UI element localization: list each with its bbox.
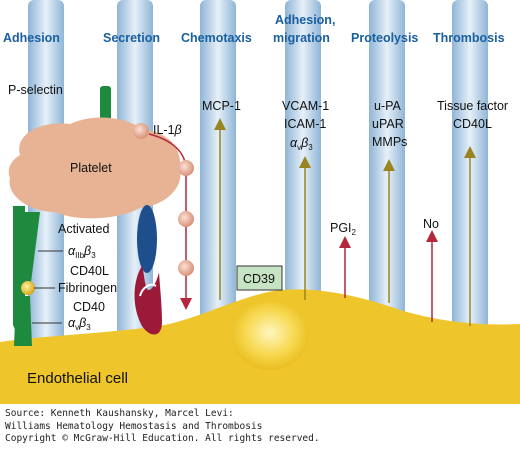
p-selectin-label: P-selectin — [8, 83, 63, 97]
cd40l-label-left: CD40L — [70, 264, 109, 278]
cd40l-receptor — [137, 205, 157, 273]
olive-arrows — [214, 118, 476, 326]
vesicle-1 — [178, 160, 194, 176]
fibrinogen-label: Fibrinogen — [58, 281, 117, 295]
il1-vesicle — [133, 123, 149, 139]
mmps-label: MMPs — [372, 135, 407, 149]
column-headers: Adhesion Secretion Chemotaxis Adhesion, … — [3, 13, 505, 45]
no-label: No — [423, 217, 439, 231]
pgi2-label: PGI2 — [330, 221, 357, 237]
avb3-label: αvβ3 — [290, 136, 313, 152]
vcam1-label: VCAM-1 — [282, 99, 329, 113]
alpha-iib-beta3-label: αIIbβ3 — [68, 244, 96, 260]
column-adhesion-migration — [285, 0, 321, 345]
activated-label: Activated — [58, 222, 109, 236]
nucleus — [232, 302, 308, 370]
column-proteolysis — [369, 0, 405, 345]
column-chemotaxis — [200, 0, 236, 345]
header-thrombosis: Thrombosis — [433, 31, 505, 45]
source-line-1: Source: Kenneth Kaushansky, Marcel Levi: — [5, 408, 234, 419]
cd40l-label-right: CD40L — [453, 117, 492, 131]
icam1-label: ICAM-1 — [284, 117, 326, 131]
endothelial-cell-label: Endothelial cell — [27, 370, 128, 387]
cd39-box — [236, 265, 283, 291]
upa-label: u-PA — [374, 99, 402, 113]
platelet — [8, 117, 181, 219]
header-proteolysis: Proteolysis — [351, 31, 418, 45]
alpha-v-beta3-receptor — [14, 296, 32, 346]
il1-label: IL-1β — [153, 123, 182, 137]
header-adhesion-migration-line2: migration — [273, 31, 330, 45]
header-chemotaxis: Chemotaxis — [181, 31, 252, 45]
crimson-arrows — [339, 230, 438, 322]
header-adhesion: Adhesion — [3, 31, 60, 45]
cd40-receptor — [134, 266, 162, 335]
vesicle-3 — [178, 260, 194, 276]
alpha-iib-beta3-receptor-strut — [25, 212, 40, 290]
tissue-factor-label: Tissue factor — [437, 99, 508, 113]
mcp1-label: MCP-1 — [202, 99, 241, 113]
header-secretion: Secretion — [103, 31, 160, 45]
source-line-3: Copyright © McGraw-Hill Education. All r… — [5, 433, 320, 444]
alpha-v-beta3-label: αvβ3 — [68, 316, 91, 332]
leader-lines — [32, 250, 63, 324]
upar-label: uPAR — [372, 117, 404, 131]
cd40-label: CD40 — [73, 300, 105, 314]
cd40-receptor-highlight — [139, 283, 157, 297]
header-adhesion-migration-line1: Adhesion, — [275, 13, 335, 27]
source-line-2: Williams Hematology Hemostasis and Throm… — [5, 420, 263, 432]
source-note: Source: Kenneth Kaushansky, Marcel Levi:… — [5, 408, 515, 446]
fibrinogen-molecule — [21, 281, 35, 295]
platelet-label: Platelet — [70, 161, 112, 175]
vesicle-2 — [178, 211, 194, 227]
cd39-label: CD39 — [243, 272, 275, 286]
